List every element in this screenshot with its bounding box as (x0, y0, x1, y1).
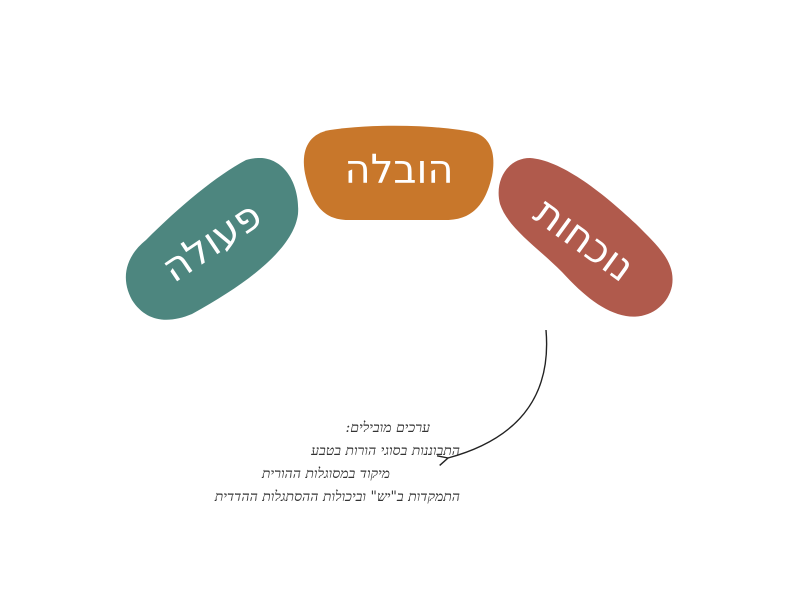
stage-guidance-label: הובלה (344, 147, 453, 193)
stage-presence: נוכחות (498, 158, 673, 317)
stage-presence-shape (498, 158, 673, 317)
notes-title: ערכים מובילים: (345, 420, 430, 436)
notes-line-3: התמקדות ב"יש" וביכולות ההסתגלות ההדדית (214, 489, 460, 505)
stage-guidance-shape (303, 125, 494, 220)
stage-action: פעולה (125, 158, 299, 320)
connector-arrow (448, 329, 548, 458)
stage-guidance: הובלה (303, 125, 494, 220)
stage-action-shape (125, 158, 299, 320)
notes-line-2: מיקוד במסוגלות ההורית (261, 466, 390, 482)
leading-values-notes: ערכים מובילים: התבוננות בסוגי הורות בטבע… (100, 417, 460, 509)
notes-line-1: התבוננות בסוגי הורות בטבע (311, 443, 460, 459)
